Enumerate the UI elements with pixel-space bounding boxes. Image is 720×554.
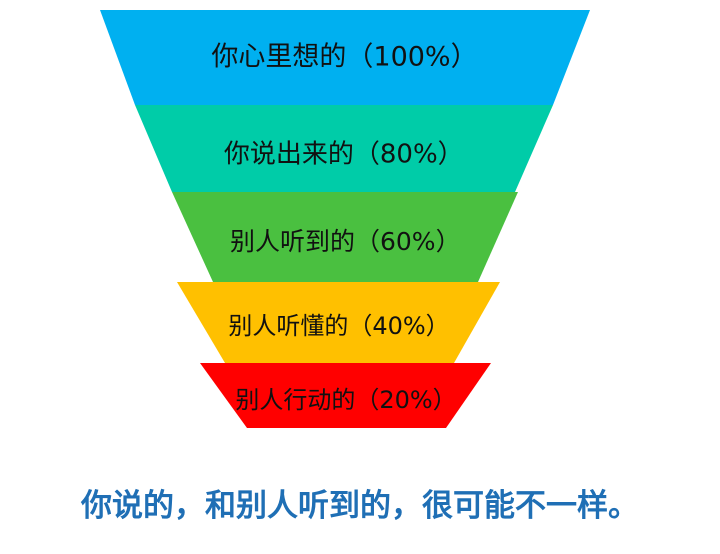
funnel-layer-shape — [135, 105, 553, 192]
funnel-layer-say: 你说出来的（80%） — [135, 105, 553, 192]
funnel-diagram: 你心里想的（100%） 你说出来的（80%） 别人听到的（60%） 别人听懂的（40%… — [100, 10, 590, 428]
funnel-layer-shape — [100, 10, 590, 105]
funnel-layer-hear: 别人听到的（60%） — [172, 192, 518, 282]
funnel-layer-shape — [172, 192, 518, 282]
funnel-layer-act: 别人行动的（20%） — [200, 363, 491, 428]
funnel-layer-understand: 别人听懂的（40%） — [177, 282, 500, 363]
funnel-layer-think: 你心里想的（100%） — [100, 10, 590, 105]
funnel-layer-label: 你心里想的（100%） — [211, 42, 477, 73]
funnel-layer-label: 别人行动的（20%） — [235, 386, 456, 414]
funnel-layer-shape — [200, 363, 491, 428]
caption-text: 你说的，和别人听到的，很可能不一样。 — [81, 488, 639, 524]
funnel-layer-label: 你说出来的（80%） — [224, 140, 464, 170]
funnel-layer-label: 别人听懂的（40%） — [228, 312, 449, 340]
funnel-layer-shape — [177, 282, 500, 363]
funnel-layer-label: 别人听到的（60%） — [230, 227, 461, 256]
